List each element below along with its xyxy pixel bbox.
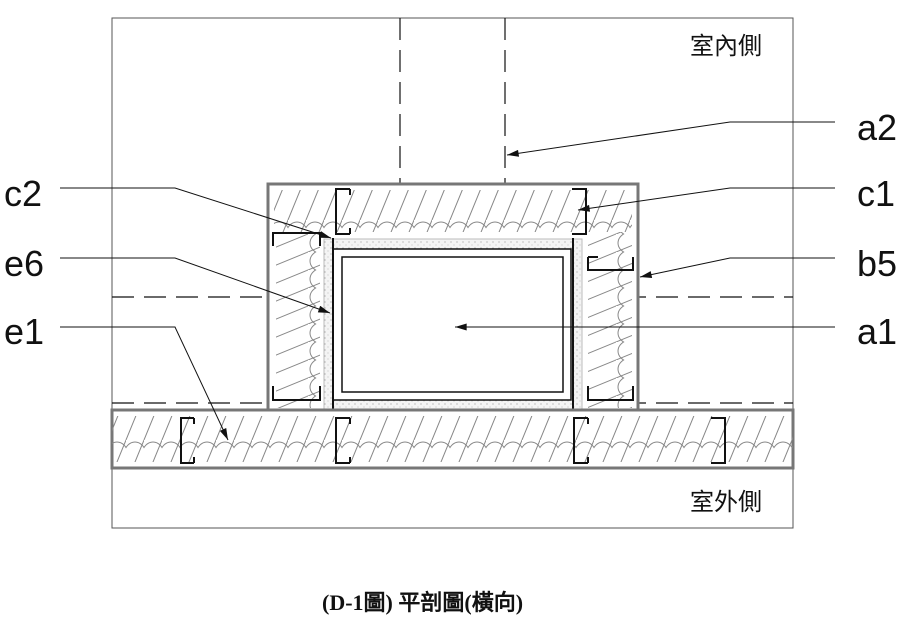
label-c2: c2 xyxy=(4,173,42,214)
leader-lines xyxy=(60,121,835,441)
label-b5: b5 xyxy=(857,243,897,284)
exterior-wall xyxy=(110,408,795,470)
outdoor-side-label: 室外側 xyxy=(690,488,762,516)
label-a2: a2 xyxy=(857,107,897,148)
label-e6: e6 xyxy=(4,243,44,284)
label-c1: c1 xyxy=(857,173,895,214)
label-a1: a1 xyxy=(857,311,897,352)
enclosure xyxy=(266,182,640,414)
drawing-frame xyxy=(111,17,794,529)
figure-caption: (D-1圖) 平剖圖(橫向) xyxy=(322,590,523,615)
indoor-side-label: 室內側 xyxy=(690,32,762,60)
label-e1: e1 xyxy=(4,311,44,352)
